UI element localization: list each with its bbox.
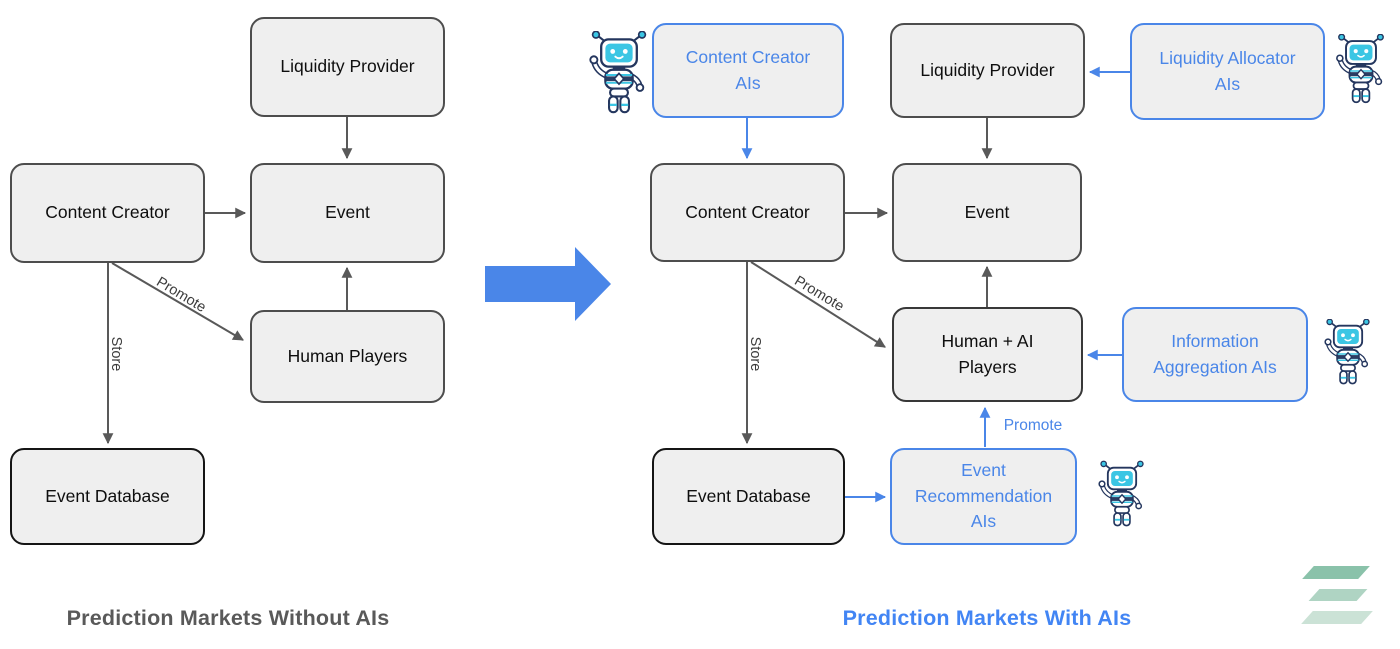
left-panel-title: Prediction Markets Without AIs xyxy=(66,606,390,630)
arrow-right-creator-to-players xyxy=(750,261,886,348)
node-label: Event xyxy=(964,201,1010,222)
node-left-event: Event xyxy=(250,163,445,263)
logo-stripe xyxy=(1301,611,1373,624)
node-right-event-database: Event Database xyxy=(652,448,845,545)
robot-icon xyxy=(1334,34,1388,108)
node-right-event: Event xyxy=(892,163,1082,262)
publication-logo xyxy=(1290,560,1390,635)
node-label: Human Players xyxy=(287,345,408,366)
node-label: Human + AI Players xyxy=(941,331,1034,377)
robot-icon xyxy=(586,31,652,119)
node-label: Information Aggregation AIs xyxy=(1153,331,1277,377)
node-left-human-players: Human Players xyxy=(250,310,445,403)
arrow-left-creator-to-players xyxy=(111,262,244,341)
node-left-content-creator: Content Creator xyxy=(10,163,205,263)
node-left-event-database: Event Database xyxy=(10,448,205,545)
robot-icon xyxy=(1097,457,1147,535)
node-label: Liquidity Allocator AIs xyxy=(1159,48,1296,94)
node-label: Content Creator xyxy=(685,201,810,222)
node-label: Event xyxy=(325,202,370,223)
node-event-recommendation-ais: Event Recommendation AIs xyxy=(890,448,1077,545)
node-liquidity-allocator-ais: Liquidity Allocator AIs xyxy=(1130,23,1325,120)
edge-label-store-left: Store xyxy=(108,336,124,372)
node-label: Event Recommendation AIs xyxy=(914,460,1053,532)
robot-icon xyxy=(1322,319,1374,389)
node-label: Liquidity Provider xyxy=(920,59,1055,80)
logo-stripe xyxy=(1308,589,1368,601)
node-human-ai-players: Human + AI Players xyxy=(892,307,1083,402)
edge-label-store-right: Store xyxy=(747,336,763,372)
transform-arrow xyxy=(485,247,611,321)
node-label: Event Database xyxy=(686,485,811,506)
node-label: Content Creator AIs xyxy=(685,47,811,93)
node-label: Event Database xyxy=(45,485,170,506)
node-content-creator-ais: Content Creator AIs xyxy=(652,23,844,118)
right-panel-title: Prediction Markets With AIs xyxy=(842,606,1132,630)
node-right-content-creator: Content Creator xyxy=(650,163,845,262)
node-left-liquidity-provider: Liquidity Provider xyxy=(250,17,445,117)
node-label: Content Creator xyxy=(45,202,170,223)
logo-stripe xyxy=(1302,566,1370,579)
node-label: Liquidity Provider xyxy=(280,56,415,77)
edge-label-promote-ai: Promote xyxy=(1003,417,1063,434)
node-information-aggregation-ais: Information Aggregation AIs xyxy=(1122,307,1308,402)
node-right-liquidity-provider: Liquidity Provider xyxy=(890,23,1085,118)
